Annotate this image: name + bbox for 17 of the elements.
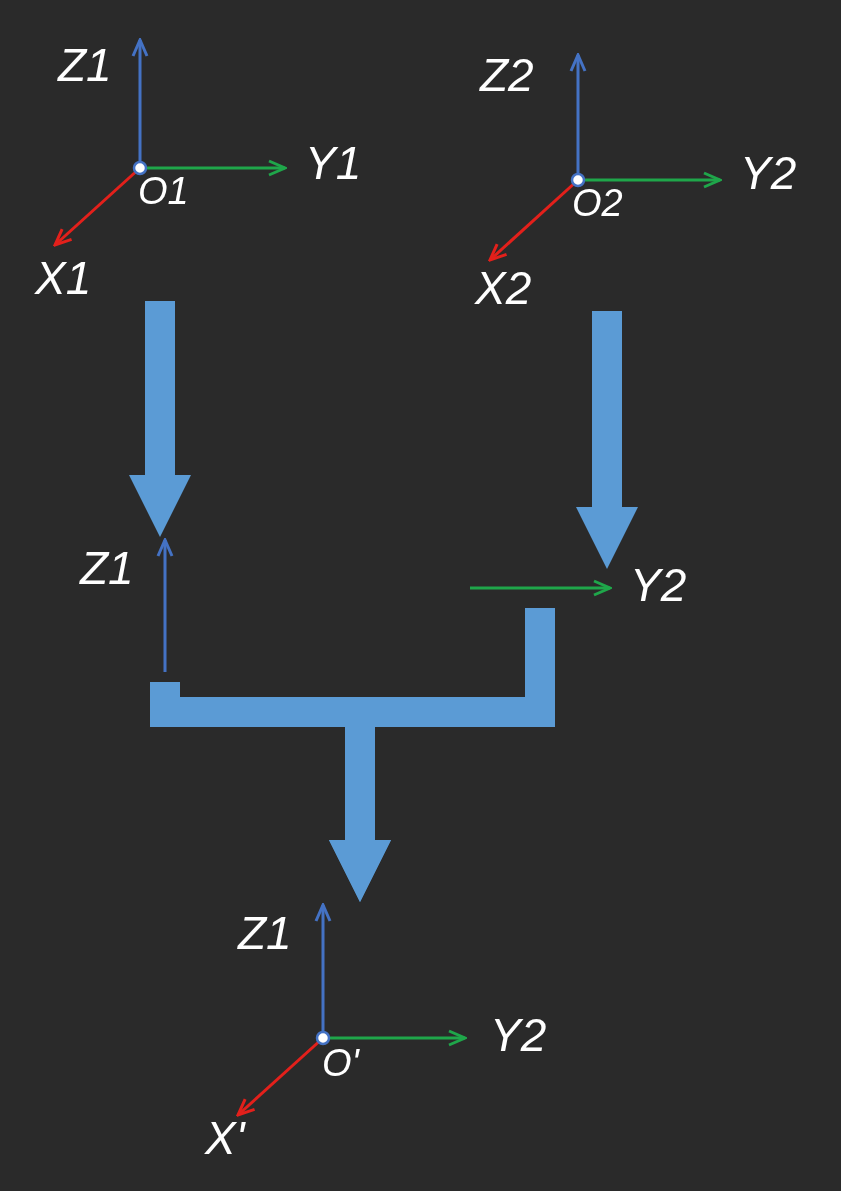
origin-label: O2 <box>572 184 623 222</box>
axis-label: Z1 <box>80 545 134 591</box>
axis-label: Z1 <box>238 910 292 956</box>
axis-label: X1 <box>35 255 92 301</box>
axis-label: Y2 <box>630 562 687 608</box>
origin-label: O1 <box>138 172 189 210</box>
axis-label: Z1 <box>58 42 112 88</box>
block-arrow <box>129 301 191 537</box>
axis-label: X2 <box>475 265 532 311</box>
block-arrow <box>576 311 638 569</box>
axis-label: X' <box>205 1115 245 1161</box>
axis-label: Z2 <box>480 52 534 98</box>
axis-label: Y2 <box>490 1012 547 1058</box>
axis-label: Y2 <box>740 150 797 196</box>
block-arrow <box>329 608 555 902</box>
origin-label: O' <box>322 1044 359 1082</box>
axis-label: Y1 <box>305 140 362 186</box>
